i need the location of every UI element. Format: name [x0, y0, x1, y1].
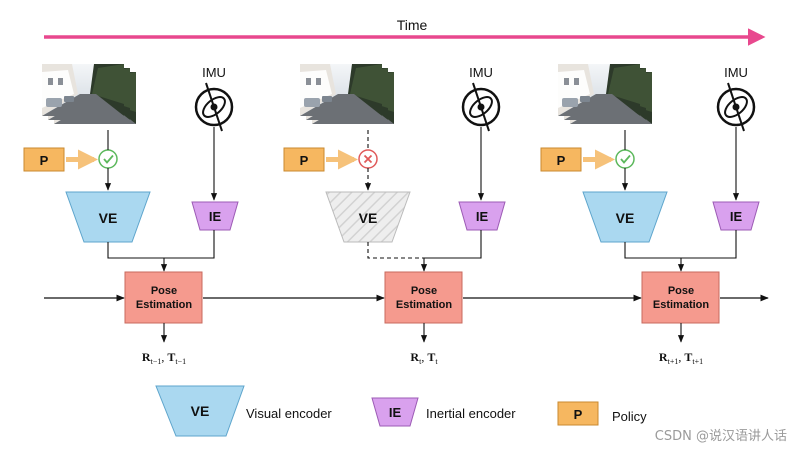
watermark: CSDN @说汉语讲人话: [655, 429, 787, 444]
visual-encoder-block: [65, 191, 151, 243]
output-rt-t-minus-1: Rt−1, Tt−1: [142, 350, 186, 366]
legend-policy-shape: [557, 401, 599, 426]
encoder-merge-line: [424, 230, 482, 259]
encoder-merge-line-dashed: [367, 242, 424, 259]
camera-frames-image: [42, 64, 136, 124]
ie-label: IE: [476, 209, 489, 224]
output-rt-t: Rt, Tt: [410, 350, 438, 366]
imu-label: IMU: [469, 65, 493, 80]
cross-icon: [358, 149, 378, 169]
visual-encoder-block-disabled: [325, 191, 411, 243]
ve-label: VE: [359, 210, 378, 226]
output-rt-t-plus-1: Rt+1, Tt+1: [659, 350, 703, 366]
pose-label-line1: Pose: [151, 285, 177, 297]
policy-box: [23, 147, 65, 172]
imu-sensor-icon: [716, 82, 756, 132]
legend-ie-label: IE: [389, 405, 402, 420]
camera-frames-image: [300, 64, 394, 124]
pose-label-line1: Pose: [411, 285, 437, 297]
pose-label-line2: Estimation: [136, 299, 193, 311]
timestep-t-plus-1: IMU P VE IE Pose Estimation Rt+1, Tt+1: [540, 64, 760, 366]
legend-ve-shape: [155, 385, 245, 437]
policy-label: P: [300, 153, 309, 168]
time-label: Time: [397, 17, 428, 33]
inertial-encoder-block: [712, 201, 760, 231]
imu-label: IMU: [724, 65, 748, 80]
pose-estimation-block: [124, 271, 203, 324]
pose-label-line2: Estimation: [653, 299, 710, 311]
imu-label: IMU: [202, 65, 226, 80]
legend-policy-text: Policy: [612, 409, 647, 424]
ve-label: VE: [616, 210, 635, 226]
policy-label: P: [40, 153, 49, 168]
visual-encoder-block: [582, 191, 668, 243]
pose-estimation-block: [384, 271, 463, 324]
legend-inertial-encoder-text: Inertial encoder: [426, 406, 516, 421]
legend: VE Visual encoder IE Inertial encoder P …: [155, 385, 647, 437]
imu-sensor-icon: [194, 82, 234, 132]
timestep-t: IMU P VE IE Pose Estimation Rt, Tt: [283, 64, 506, 366]
policy-label: P: [557, 153, 566, 168]
ie-label: IE: [730, 209, 743, 224]
imu-sensor-icon: [461, 82, 501, 132]
encoder-merge-line: [107, 230, 215, 259]
camera-frames-image: [558, 64, 652, 124]
policy-box: [283, 147, 325, 172]
check-icon: [615, 149, 635, 169]
legend-ie-shape: [371, 397, 419, 427]
inertial-encoder-block: [458, 201, 506, 231]
ie-label: IE: [209, 209, 222, 224]
ve-label: VE: [99, 210, 118, 226]
check-icon: [98, 149, 118, 169]
pose-estimation-block: [641, 271, 720, 324]
legend-visual-encoder-text: Visual encoder: [246, 406, 332, 421]
policy-box: [540, 147, 582, 172]
pose-label-line1: Pose: [668, 285, 694, 297]
legend-ve-label: VE: [191, 403, 210, 419]
pose-label-line2: Estimation: [396, 299, 453, 311]
legend-policy-label: P: [574, 407, 583, 422]
timestep-t-minus-1: IMU P VE IE Pose Estimation Rt−1, Tt−1: [23, 64, 239, 366]
inertial-encoder-block: [191, 201, 239, 231]
